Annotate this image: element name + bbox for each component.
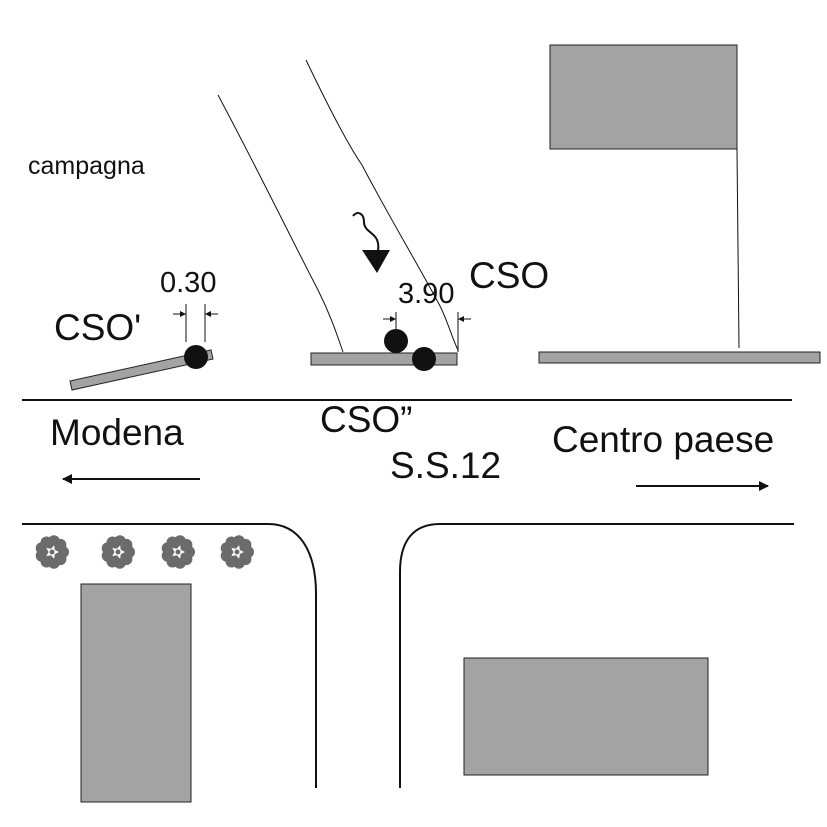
dimension-marker-0-30 xyxy=(173,304,218,342)
label-centro-paese: Centro paese xyxy=(552,419,774,460)
label-cso-double-prime: CSO” xyxy=(320,399,413,440)
tree-icon xyxy=(161,535,195,569)
label-road-ss12: S.S.12 xyxy=(390,445,501,486)
trajectory-squiggle xyxy=(352,212,380,263)
main-road-lower-edge-left xyxy=(22,523,317,788)
tree-icon xyxy=(35,535,69,569)
building-top-right xyxy=(549,44,738,150)
label-dimension-0-30: 0.30 xyxy=(160,267,216,299)
main-road-lower-edge-right xyxy=(399,523,794,788)
label-campagna: campagna xyxy=(28,152,145,180)
vehicle-marker-cso-upper xyxy=(384,329,408,353)
label-dimension-3-90: 3.90 xyxy=(398,278,454,310)
country-road-right-edge xyxy=(305,59,459,351)
tree-icon xyxy=(101,535,135,569)
tree-icon xyxy=(220,535,254,569)
label-modena: Modena xyxy=(50,412,184,453)
country-road-left-edge xyxy=(217,94,344,353)
right-kerb xyxy=(538,351,821,364)
label-cso-prime: CSO' xyxy=(54,307,141,348)
fence-line xyxy=(736,148,740,349)
building-bottom-right xyxy=(463,657,709,776)
vehicle-marker-cso-prime xyxy=(184,345,208,369)
dimension-marker-3-90 xyxy=(383,312,471,352)
trajectory-arrowhead xyxy=(362,250,390,273)
tree-row xyxy=(35,535,254,569)
vehicle-marker-cso-lower xyxy=(412,347,436,371)
building-bottom-left xyxy=(80,583,192,803)
label-cso: CSO xyxy=(469,255,549,296)
left-kerb xyxy=(69,349,214,391)
